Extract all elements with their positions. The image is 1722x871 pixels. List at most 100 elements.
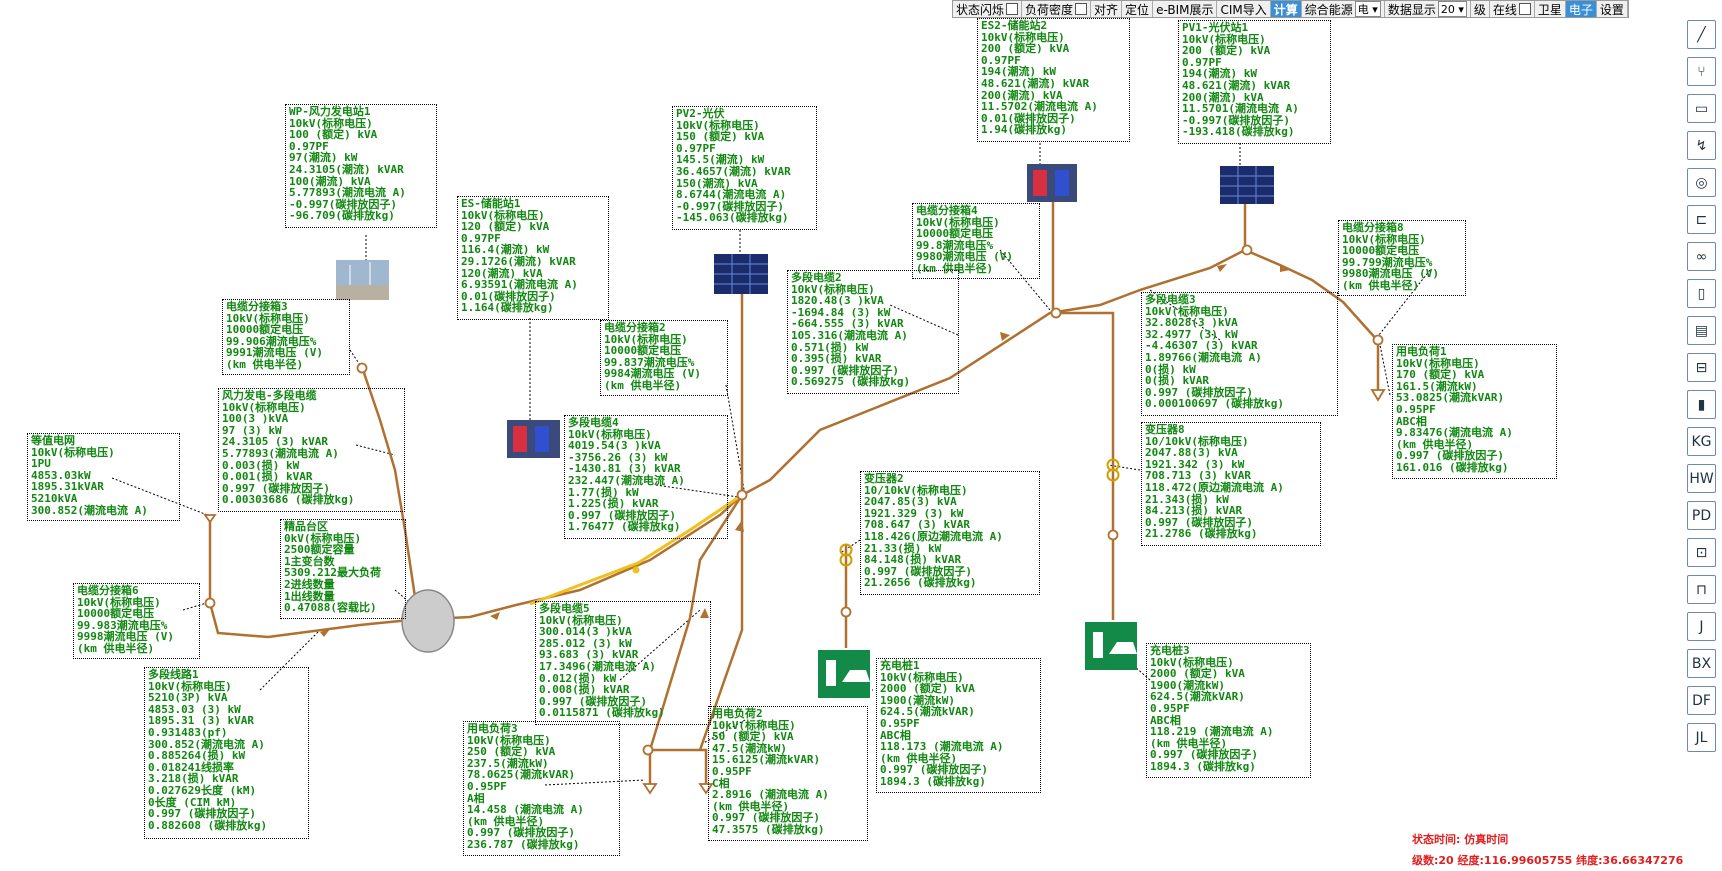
layer-box-icon[interactable]: ▭ xyxy=(1687,94,1716,123)
label-line: 2.8916 (潮流电流 A) xyxy=(712,788,829,802)
bus-nodes[interactable] xyxy=(204,244,1384,756)
highlighted-segment[interactable] xyxy=(529,493,743,606)
label-line: 0.001(损) kVAR xyxy=(222,470,313,484)
toolbar-select[interactable]: 电 ▾ xyxy=(1354,1,1381,17)
toolbar-item-2[interactable]: 对齐 xyxy=(1091,1,1123,17)
layer-cabinet-icon[interactable]: ▤ xyxy=(1687,316,1716,345)
label-line: -145.063(碳排放kg) xyxy=(676,211,789,225)
transformer-icons[interactable] xyxy=(839,458,1120,567)
toolbar-checkbox[interactable] xyxy=(1006,3,1019,15)
label-title: 多段电缆3 xyxy=(1145,293,1196,306)
substation-ellipse[interactable] xyxy=(401,589,455,653)
label-line: 145.5(潮流) kW xyxy=(676,153,765,167)
toolbar-checkbox[interactable] xyxy=(1518,3,1531,15)
label-line: 9.83476(潮流电流 A) xyxy=(1396,426,1513,440)
terminal-symbols[interactable] xyxy=(203,389,1386,795)
layer-bar-icon[interactable]: ▯ xyxy=(1687,279,1716,308)
layer-switch-icon[interactable]: ⊟ xyxy=(1687,353,1716,382)
toolbar-item-0[interactable]: 状态闪烁 xyxy=(953,1,1023,17)
toolbar-select[interactable]: 20 ▾ xyxy=(1437,1,1467,17)
toolbar-item-6[interactable]: 计算 xyxy=(1270,1,1302,17)
label-line: 1894.3 (碳排放kg) xyxy=(880,774,986,788)
label-line: 6.93591(潮流电流 A) xyxy=(461,278,578,292)
sidebar-j-button[interactable]: J xyxy=(1687,612,1716,641)
label-line: 0.571(损) kW xyxy=(791,340,869,354)
toolbar-item-11: 卫星 xyxy=(1535,1,1566,17)
label-line: 10kV(标称电压) xyxy=(1342,232,1426,246)
label-line: 0.997 (碳排放因子) xyxy=(864,564,972,578)
layer-line-icon[interactable]: ╱ xyxy=(1687,20,1716,49)
sidebar-hw-button[interactable]: HW xyxy=(1687,464,1716,493)
toolbar-item-10[interactable]: 在线 xyxy=(1490,1,1535,17)
toolbar-item-5[interactable]: CIM导入 xyxy=(1217,1,1271,17)
layer-capsule-icon[interactable]: ⊏ xyxy=(1687,205,1716,234)
layer-fuse-icon[interactable]: ⊓ xyxy=(1687,575,1716,604)
label-line: 5.77893(潮流电流 A) xyxy=(289,186,406,200)
layer-breaker-icon[interactable]: ▮ xyxy=(1687,390,1716,419)
toolbar-item-12[interactable]: 电子 xyxy=(1565,1,1597,17)
label-line: 36.4657(潮流) kVAR xyxy=(676,164,791,178)
toolbar-item-7[interactable]: 综合能源电 ▾ xyxy=(1302,1,1385,17)
solar-pv1-icon xyxy=(1220,166,1274,204)
label-line: (km 供电半径) xyxy=(712,799,790,813)
label-line: 1921.329 (3) kW xyxy=(864,506,964,520)
label-line: 4853.03 (3) kW xyxy=(148,702,241,716)
label-line: (km 供电半径) xyxy=(1342,278,1420,292)
equipment-icons[interactable] xyxy=(336,164,1274,698)
label-title: 变压器8 xyxy=(1145,423,1185,436)
label-title: 多段电缆4 xyxy=(568,416,619,429)
layer-resistor-icon[interactable]: ⊡ xyxy=(1687,538,1716,567)
label-title: 电缆分接箱2 xyxy=(604,321,666,334)
toolbar-item-3[interactable]: 定位 xyxy=(1122,1,1154,17)
toolbar-item-label: 负荷密度 xyxy=(1025,2,1074,17)
sidebar-pd-button[interactable]: PD xyxy=(1687,501,1716,530)
toolbar-item-13[interactable]: 设置 xyxy=(1597,1,1628,17)
layer-tree-icon[interactable]: ⑂ xyxy=(1687,57,1716,86)
label-line: -0.997(碳排放因子) xyxy=(676,199,784,213)
toolbar-checkbox[interactable] xyxy=(1075,3,1088,15)
sidebar-jl-button[interactable]: JL xyxy=(1687,723,1716,752)
toolbar-item-4[interactable]: e-BIM展示 xyxy=(1153,1,1218,17)
toolbar-item-1[interactable]: 负荷密度 xyxy=(1022,1,1092,17)
label-line: (km 供电半径) xyxy=(1150,736,1228,750)
sidebar-df-button[interactable]: DF xyxy=(1687,686,1716,715)
layer-zigzag-icon[interactable]: ↯ xyxy=(1687,131,1716,160)
label-line: 78.0625(潮流kVAR) xyxy=(467,768,576,782)
label-line: 0.012(损) kW xyxy=(539,671,617,685)
layer-circle-icon[interactable]: ◎ xyxy=(1687,168,1716,197)
label-line: 1主变台数 xyxy=(284,554,335,568)
sidebar-kg-button[interactable]: KG xyxy=(1687,427,1716,456)
sidebar-bx-button[interactable]: BX xyxy=(1687,649,1716,678)
label-line: -193.418(碳排放kg) xyxy=(1182,125,1295,139)
toolbar-item-label: e-BIM展示 xyxy=(1156,2,1214,17)
label-line: 21.33(损) kW xyxy=(864,541,942,555)
layer-rings-icon[interactable]: ∞ xyxy=(1687,242,1716,271)
